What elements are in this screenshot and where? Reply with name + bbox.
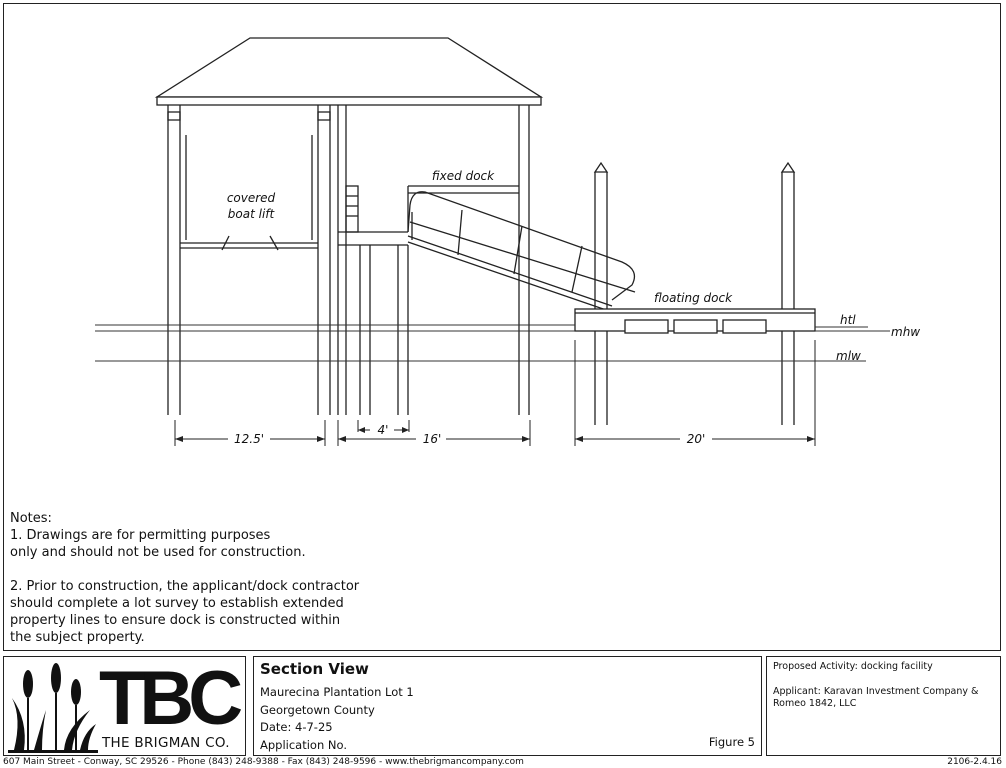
note-2-line-1: 2. Prior to construction, the applicant/… — [10, 579, 360, 594]
floating-dock — [574, 308, 816, 334]
figure-number: Figure 5 — [708, 735, 755, 749]
note-2-line-4: the subject property. — [10, 630, 145, 645]
note-2-line-3: property lines to ensure dock is constru… — [10, 613, 341, 628]
mlw-label: mlw — [836, 349, 861, 363]
notes-heading: Notes: — [10, 511, 52, 526]
dimension-floating-dock-width: 20' — [687, 432, 706, 446]
note-2-line-2: should complete a lot survey to establis… — [10, 596, 344, 611]
applicant: Applicant: Karavan Investment Company & … — [773, 686, 979, 709]
cattail-logo-icon — [8, 663, 98, 753]
covered-label: covered — [227, 191, 276, 205]
dimension-fixed-dock-width: 16' — [423, 432, 442, 446]
date: Date: 4-7-25 — [260, 720, 333, 734]
dimension-lift-width: 12.5' — [234, 432, 264, 446]
note-1-line-1: 1. Drawings are for permitting purposes — [10, 528, 271, 543]
notes: Notes: 1. Drawings are for permitting pu… — [10, 510, 359, 646]
water-lines — [95, 324, 890, 362]
pile-right — [780, 161, 796, 425]
county: Georgetown County — [260, 703, 375, 717]
dimension-lines — [174, 340, 816, 446]
title-block: TBC THE BRIGMAN CO. Section View Maureci… — [3, 656, 1001, 756]
section-view-drawing: covered boat lift fixed dock floating do… — [95, 37, 920, 446]
application-number: Application No. — [260, 738, 348, 752]
fixed-dock — [338, 185, 519, 415]
company-name: THE BRIGMAN CO. — [102, 735, 230, 751]
roof — [154, 37, 544, 106]
footer-code: 2106-2.4.16 — [947, 757, 1002, 767]
htl-label: htl — [840, 313, 856, 327]
pile-left — [593, 161, 609, 425]
drawing-frame — [3, 3, 1001, 651]
dimension-arrows — [175, 427, 815, 442]
fixed-dock-label: fixed dock — [432, 169, 495, 183]
logo-brand: TBC — [99, 656, 243, 741]
company-logo: TBC THE BRIGMAN CO. — [3, 656, 246, 756]
project-name: Maurecina Plantation Lot 1 — [260, 685, 414, 699]
note-1-line-2: only and should not be used for construc… — [10, 545, 306, 560]
title-info: Section View Maurecina Plantation Lot 1 … — [253, 656, 762, 756]
floating-dock-label: floating dock — [654, 291, 733, 305]
boat-lift-posts — [167, 105, 347, 415]
dimension-walkway-width: 4' — [378, 423, 389, 437]
gangway-ramp — [407, 191, 636, 313]
boat-lift-label: boat lift — [228, 207, 276, 221]
footer-address: 607 Main Street - Conway, SC 29526 - Pho… — [3, 757, 524, 767]
sheet-title: Section View — [260, 660, 369, 678]
mhw-label: mhw — [891, 325, 920, 339]
roof-post-right — [518, 105, 530, 415]
proposed-activity: Proposed Activity: docking facility — [773, 661, 933, 672]
activity-info: Proposed Activity: docking facility Appl… — [766, 656, 1001, 756]
